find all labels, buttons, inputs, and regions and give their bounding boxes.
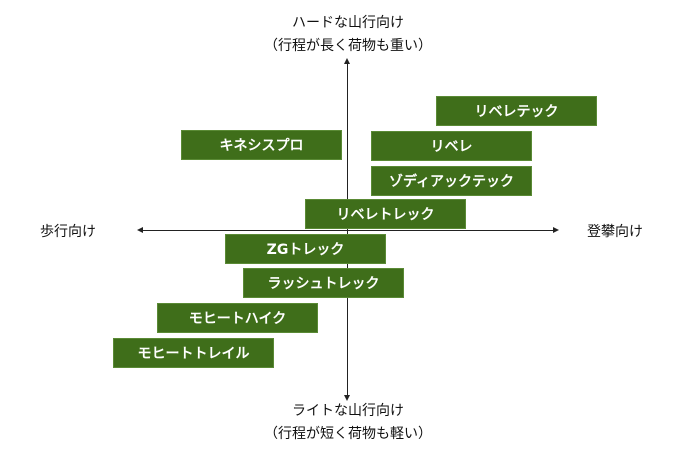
axis-label-bottom: ライトな山行向け （行程が短く荷物も軽い） [248, 400, 448, 446]
axis-label-top: ハードな山行向け （行程が長く荷物も重い） [248, 12, 448, 58]
product-box: キネシスプロ [181, 130, 342, 160]
axis-label-top-line2: （行程が長く荷物も重い） [264, 38, 432, 54]
arrow-left-icon [137, 227, 143, 233]
axis-label-top-line1: ハードな山行向け [292, 15, 404, 31]
arrow-down-icon [344, 395, 350, 401]
product-box: ゾディアックテック [371, 166, 532, 196]
product-box: モヒートトレイル [113, 338, 274, 368]
axis-label-left: 歩行向け [40, 224, 96, 240]
axis-label-bottom-line2: （行程が短く荷物も軽い） [264, 426, 432, 442]
product-box: モヒートハイク [157, 303, 318, 333]
product-box: リベレテック [436, 96, 597, 126]
product-box: リベレ [371, 131, 532, 161]
arrow-right-icon [553, 227, 559, 233]
axis-label-bottom-line1: ライトな山行向け [292, 403, 404, 419]
product-box: ラッシュトレック [243, 268, 404, 298]
arrow-up-icon [344, 58, 350, 64]
vertical-axis [347, 62, 348, 398]
product-box: ZGトレック [225, 234, 386, 264]
axis-label-right: 登攀向け [587, 224, 643, 240]
product-box: リベレトレック [305, 199, 466, 229]
